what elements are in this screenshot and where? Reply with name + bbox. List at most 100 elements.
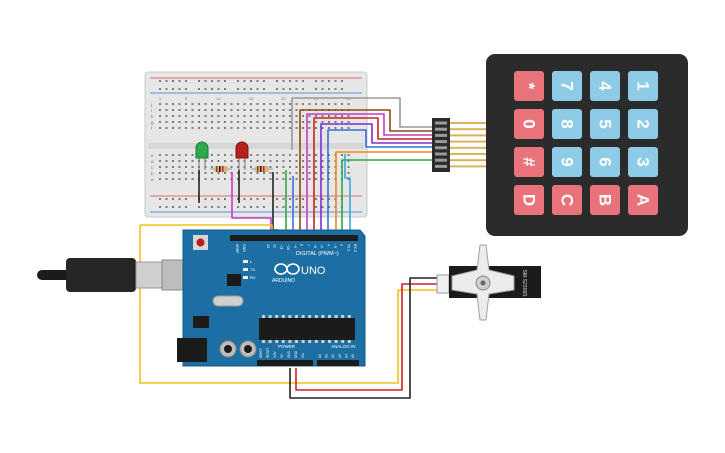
red-led[interactable] [235,141,249,170]
digital-pin-label: 4 [326,244,330,246]
keypad[interactable]: * 7 4 1 0 8 5 2 #9 6 3D C B A [486,54,688,236]
wire-keypad-8 [341,159,436,236]
keypad-key[interactable]: 9 [552,147,582,177]
keypad-key-label: 6 [596,157,615,166]
row-letter: f [151,126,153,131]
servo-motor[interactable]: SM-S2309S [436,244,541,321]
tx-label: TX [250,267,255,272]
wire-keypad-4 [313,117,436,236]
usb-cable[interactable] [37,258,193,292]
keypad-key[interactable]: 5 [590,109,620,139]
wire-magenta-led [231,172,272,236]
power-jack[interactable] [177,338,207,362]
keypad-key[interactable]: B [590,185,620,215]
digital-pin-label: ~5 [320,244,324,248]
wire-keypad-5 [320,123,436,236]
keypad-key-label: 4 [596,81,615,91]
pin-label-aref: AREF [235,244,239,253]
brand-label: ARDUINO [272,278,295,284]
digital-pin-label: 12 [273,244,277,248]
digital-pin-label: ~11 [279,244,283,250]
keypad-header-connector [432,118,486,172]
digital-pin-label: 8 [300,244,304,246]
atmega-chip [259,318,355,340]
column-number: 5 [185,96,188,101]
analog-pin-label: A1 [325,354,329,358]
keypad-key-label: 1 [634,81,653,90]
green-led[interactable] [195,141,209,170]
keypad-key-label: # [520,157,539,167]
keypad-key[interactable]: 4 [590,71,620,101]
keypad-key[interactable]: 8 [552,109,582,139]
keypad-key-label: 0 [520,119,539,128]
keypad-key-label: B [596,194,615,206]
keypad-key[interactable]: # [514,147,544,177]
keypad-key-label: 8 [558,119,577,128]
pin-label-gnd: GND [242,244,246,252]
keypad-key[interactable]: 2 [628,109,658,139]
servo-label: SM-S2309S [521,270,527,298]
column-number: 1 [159,96,162,101]
row-letter: g [151,120,154,125]
power-pin-label: 3.3V [273,351,277,358]
analog-pin-label: A2 [331,354,335,358]
keypad-key-label: 2 [634,119,653,128]
breadboard-holes [159,80,350,208]
analog-pin-label: A0 [318,354,322,358]
keypad-key-label: D [520,194,539,206]
keypad-key-label: 3 [634,157,653,166]
keypad-key[interactable]: D [514,185,544,215]
keypad-key-label: A [634,194,653,206]
model-label: UNO [301,265,326,277]
wire-keypad-6 [327,129,436,236]
digital-pin-label: 7 [306,244,310,246]
digital-pin-label: 2 [340,244,344,246]
resistor-1[interactable] [210,166,232,172]
row-letter: c [151,165,154,170]
power-pin-label: IOREF [259,348,263,358]
row-letter: e [151,153,154,158]
row-letter: h [151,114,154,119]
digital-pin-label: 13 [266,244,270,248]
power-pin-label: GND [287,350,291,358]
row-letter: i [151,108,152,113]
keypad-key-label: 7 [558,81,577,90]
wire-keypad-7 [335,151,436,236]
digital-pin-label: ~3 [333,244,337,248]
power-pin-label: GND [294,350,298,358]
keypad-key[interactable]: * [514,71,544,101]
row-letter: d [151,159,154,164]
row-letter: j [150,102,152,107]
keypad-key[interactable]: 7 [552,71,582,101]
wire-keypad-2 [299,109,436,236]
keypad-key-label: C [558,194,577,206]
analog-pin-label: A5 [351,354,355,358]
power-pin-label: Vin [301,353,305,358]
keypad-key-label: 9 [558,157,577,166]
keypad-key[interactable]: 1 [628,71,658,101]
digital-pin-label: ~6 [313,244,317,248]
digital-label: DIGITAL (PWM~) [296,251,339,257]
resistor-2[interactable] [251,166,273,172]
keypad-key[interactable]: 6 [590,147,620,177]
row-letter: b [151,171,154,176]
keypad-key-label: * [520,83,539,90]
wire-yellow-servo [139,225,437,384]
keypad-key[interactable]: A [628,185,658,215]
row-letter: a [151,177,154,182]
arduino-logo [274,263,300,275]
power-pin-label: RESET [266,347,270,358]
power-label: POWER [278,344,296,349]
keypad-key[interactable]: 0 [514,109,544,139]
digital-pin-label: ~10 [286,244,290,250]
wires [139,97,437,399]
wire-keypad-3 [306,113,436,236]
column-number: 20 [281,96,286,101]
keypad-key[interactable]: C [552,185,582,215]
keypad-key[interactable]: 3 [628,147,658,177]
analog-label: ANALOG IN [331,344,356,349]
